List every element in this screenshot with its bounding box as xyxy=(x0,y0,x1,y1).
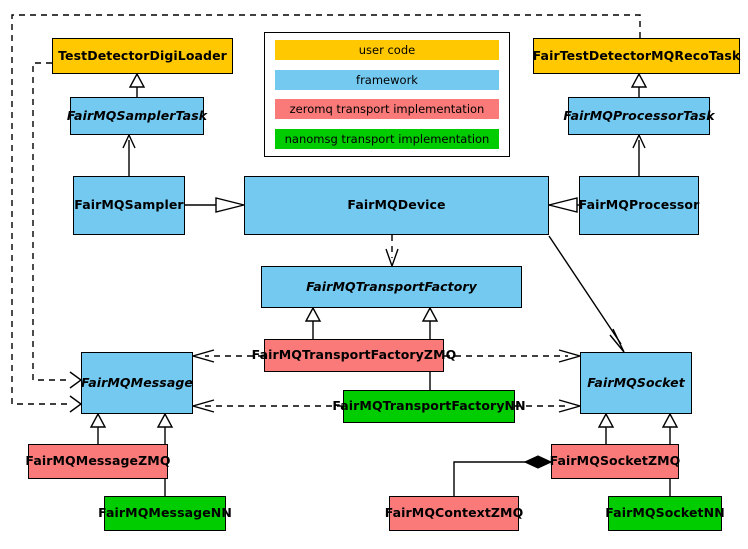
edge-messagezmq-to-message xyxy=(89,412,107,444)
class-box-label: FairMQSampler xyxy=(74,197,184,213)
class-box-fairmqprocessor[interactable]: FairMQProcessor xyxy=(579,176,699,235)
class-box-fairmqsocket[interactable]: FairMQSocket xyxy=(580,352,692,414)
edge-processor-to-processortask xyxy=(632,133,646,176)
class-box-fairmqtransportfactorynn[interactable]: FairMQTransportFactoryNN xyxy=(332,390,526,423)
legend-item-framework: framework xyxy=(275,69,499,90)
edge-factoryzmq-to-message xyxy=(190,349,264,363)
edge-sampler-to-device xyxy=(185,197,245,213)
edge-socketzmq-to-socket xyxy=(597,412,615,444)
class-box-fairmqmessagezmq[interactable]: FairMQMessageZMQ xyxy=(25,444,171,479)
class-box-label: FairMQMessageNN xyxy=(98,505,232,521)
class-box-label: FairMQContextZMQ xyxy=(384,505,524,521)
class-box-fairmqprocessortask[interactable]: FairMQProcessorTask xyxy=(563,97,715,135)
class-box-label: FairMQProcessor xyxy=(578,197,700,213)
class-box-fairtestdetectormqrecotask[interactable]: FairTestDetectorMQRecoTask xyxy=(533,38,740,74)
edge-samplertask-to-digiloader xyxy=(128,72,146,97)
legend-item-nanomsg: nanomsg transport implementation xyxy=(275,128,499,149)
class-box-label: FairMQSocket xyxy=(587,374,685,390)
edge-processor-to-device xyxy=(548,197,579,213)
edge-contextzmq-to-socketzmq xyxy=(453,455,553,496)
class-box-label: FairMQTransportFactoryZMQ xyxy=(251,347,457,363)
class-box-fairmqsamplertask[interactable]: FairMQSamplerTask xyxy=(66,97,208,135)
class-box-fairmqdevice[interactable]: FairMQDevice xyxy=(244,176,549,235)
edge-processortask-to-recotask xyxy=(630,72,648,97)
edge-device-to-socket xyxy=(548,235,625,353)
class-box-testdetectordigiloader[interactable]: TestDetectorDigiLoader xyxy=(52,38,233,74)
class-box-fairmqcontextzmq[interactable]: FairMQContextZMQ xyxy=(385,496,523,531)
legend-box: user code framework zeromq transport imp… xyxy=(264,32,510,157)
class-box-label: FairMQSamplerTask xyxy=(66,107,208,123)
class-box-label: FairMQTransportFactoryNN xyxy=(332,398,526,414)
class-box-fairmqsocketzmq[interactable]: FairMQSocketZMQ xyxy=(549,444,681,479)
legend-item-usercode: user code xyxy=(275,40,499,60)
class-box-label: FairTestDetectorMQRecoTask xyxy=(532,47,741,63)
class-box-label: FairMQSocketZMQ xyxy=(549,453,681,469)
class-box-label: FairMQDevice xyxy=(347,197,446,213)
legend-item-zeromq: zeromq transport implementation xyxy=(275,99,499,120)
class-box-fairmqmessage[interactable]: FairMQMessage xyxy=(81,352,193,414)
legend-label-framework: framework xyxy=(356,72,418,87)
class-box-label: FairMQMessage xyxy=(81,374,194,390)
legend-label-usercode: user code xyxy=(358,43,416,57)
class-box-label: FairMQMessageZMQ xyxy=(25,453,171,469)
class-box-label: FairMQProcessorTask xyxy=(563,107,715,123)
class-box-label: TestDetectorDigiLoader xyxy=(58,47,227,63)
legend-label-nanomsg: nanomsg transport implementation xyxy=(284,131,490,146)
edge-factoryzmq-to-socket xyxy=(444,349,583,363)
class-box-fairmqtransportfactoryzmq[interactable]: FairMQTransportFactoryZMQ xyxy=(252,339,456,372)
class-box-fairmqmessagenn[interactable]: FairMQMessageNN xyxy=(98,496,232,531)
edge-device-to-transportfactory xyxy=(385,235,399,269)
class-box-fairmqsocketnn[interactable]: FairMQSocketNN xyxy=(605,496,725,531)
class-box-fairmqsampler[interactable]: FairMQSampler xyxy=(73,176,185,235)
class-box-fairmqtransportfactory[interactable]: FairMQTransportFactory xyxy=(261,266,522,308)
class-box-label: FairMQTransportFactory xyxy=(306,278,477,294)
edge-sampler-to-samplertask xyxy=(122,133,136,176)
edge-factoryzmq-to-factory xyxy=(304,306,322,339)
class-box-label: FairMQSocketNN xyxy=(605,505,725,521)
legend-label-zeromq: zeromq transport implementation xyxy=(289,102,485,117)
edge-factorynn-to-message xyxy=(190,399,343,413)
